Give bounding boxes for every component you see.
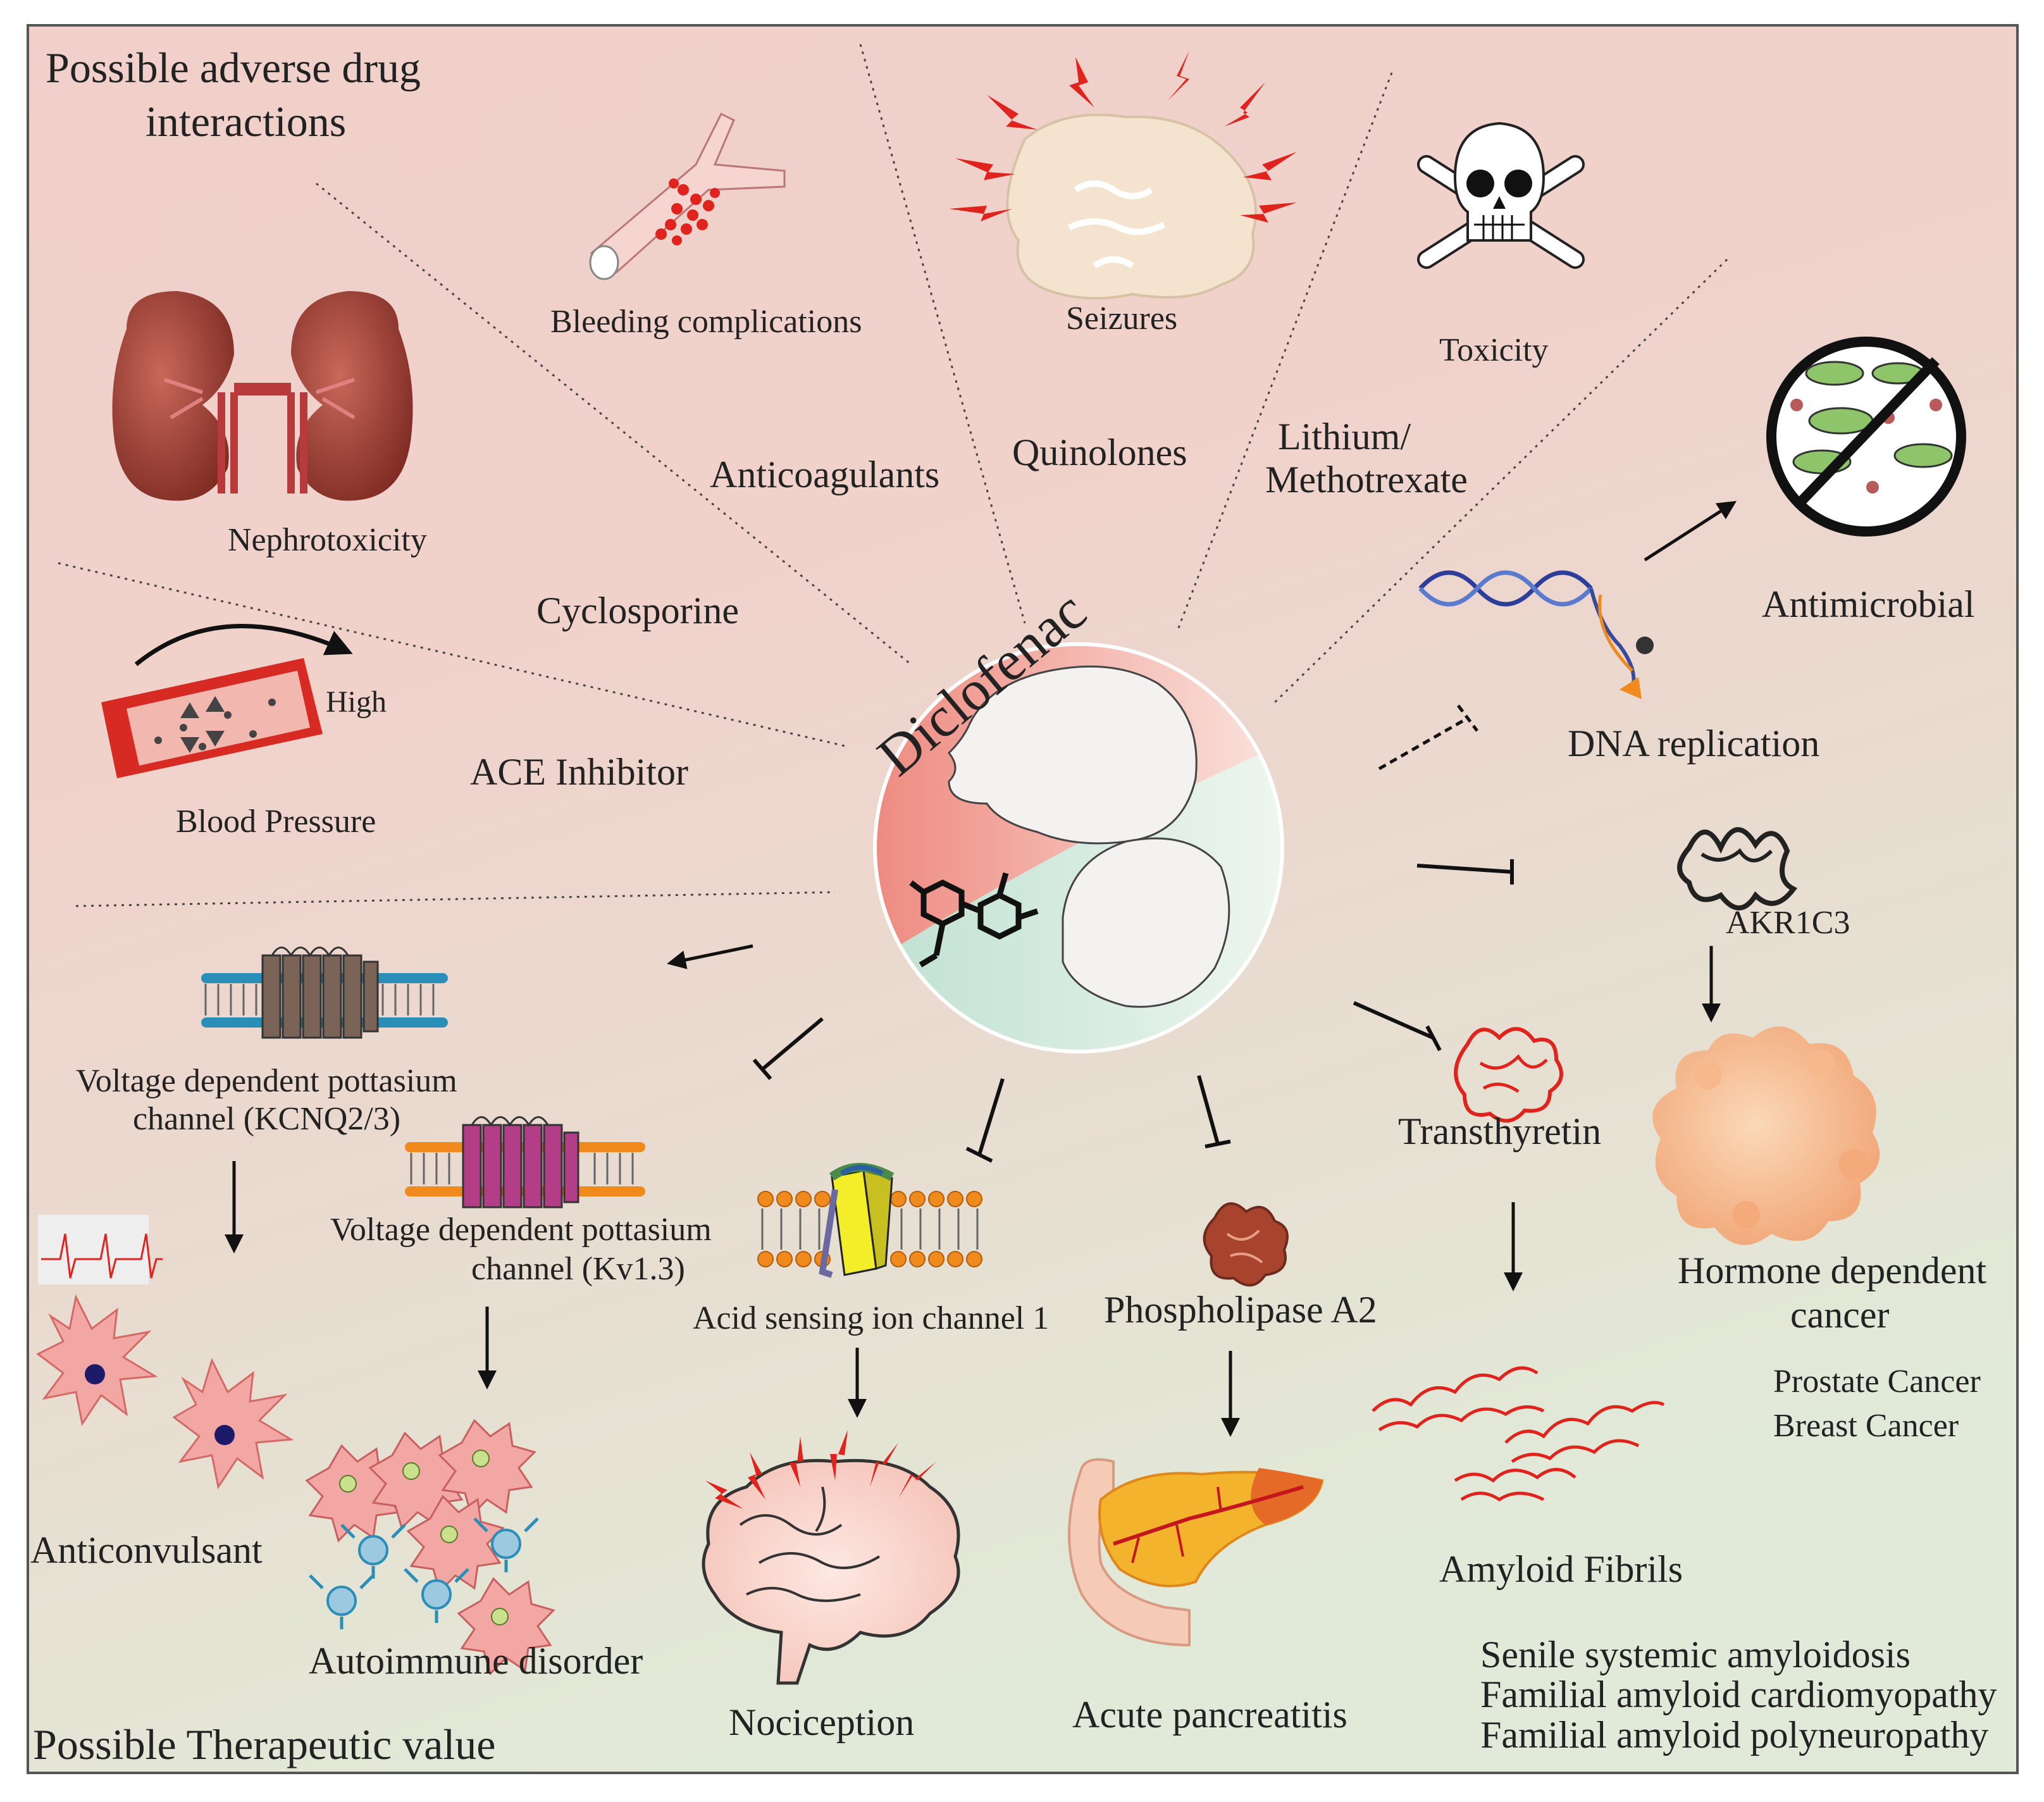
- lithium-label-line2: Methotrexate: [1265, 459, 1468, 500]
- neurons-icon: [36, 1294, 294, 1489]
- hormone-cancer-label-line2: cancer: [1790, 1294, 1890, 1336]
- seizure-brain-icon: [949, 51, 1297, 300]
- inhibit-transthyretin-line: [1353, 1001, 1442, 1052]
- toxicity-label: Toxicity: [1439, 332, 1549, 368]
- kidneys-icon: [112, 291, 413, 501]
- familial-cardiomyopathy-label: Familial amyloid cardiomyopathy: [1480, 1674, 1997, 1715]
- inhibit-dna-line: [1378, 704, 1478, 771]
- phospholipase-protein-icon: [1203, 1202, 1289, 1287]
- amyloid-fibrils-label: Amyloid Fibrils: [1439, 1548, 1683, 1590]
- senile-amyloidosis-label: Senile systemic amyloidosis: [1480, 1634, 1911, 1675]
- nociception-brain-icon: [702, 1430, 960, 1685]
- inhibit-akr1c3-line: [1416, 859, 1514, 885]
- kcnq-label-line2: channel (KCNQ2/3): [133, 1101, 400, 1137]
- inhibit-kv13-line: [752, 1017, 824, 1080]
- cyclosporine-label: Cyclosporine: [536, 590, 739, 631]
- bleeding-label: Bleeding complications: [550, 304, 862, 340]
- amyloid-fibrils-icon: [1372, 1366, 1665, 1502]
- prostate-cancer-label: Prostate Cancer: [1773, 1364, 1981, 1400]
- dna-replication-label: DNA replication: [1568, 723, 1819, 764]
- dna-to-antimicrobial-arrow: [1644, 500, 1737, 562]
- adverse-header-line1: Possible adverse drug: [46, 44, 421, 92]
- akr1c3-label: AKR1C3: [1726, 905, 1850, 941]
- kcnq-channel-icon: [201, 947, 448, 1039]
- anticonvulsant-label: Anticonvulsant: [30, 1529, 263, 1571]
- lithium-label-line1: Lithium/: [1278, 416, 1411, 457]
- hormone-cancer-label-line1: Hormone dependent: [1678, 1250, 1987, 1291]
- therapeutic-header: Possible Therapeutic value: [33, 1720, 495, 1768]
- diclofenac-molecule-icon: [909, 872, 1039, 967]
- antimicrobial-label: Antimicrobial: [1762, 583, 1975, 625]
- cancer-cell-icon: [1652, 1026, 1880, 1245]
- anticoagulants-label: Anticoagulants: [710, 454, 939, 495]
- seizures-label: Seizures: [1066, 301, 1177, 337]
- kv13-label-line1: Voltage dependent pottasium: [330, 1212, 712, 1248]
- nephrotoxicity-label: Nephrotoxicity: [228, 522, 427, 558]
- asic1-channel-icon: [757, 1163, 982, 1278]
- breast-cancer-label: Breast Cancer: [1773, 1408, 1959, 1444]
- kv13-channel-icon: [405, 1116, 645, 1209]
- transthyretin-label: Transthyretin: [1398, 1110, 1601, 1152]
- no-bacteria-icon: [1766, 337, 1966, 537]
- akr1c3-protein-icon: [1677, 827, 1798, 910]
- asic1-label: Acid sensing ion channel 1: [693, 1300, 1049, 1336]
- diclofenac-to-kcnq-arrow: [667, 944, 753, 969]
- pancreas-icon: [1068, 1458, 1324, 1647]
- pancreatitis-label: Acute pancreatitis: [1072, 1694, 1347, 1736]
- adverse-header-line2: interactions: [146, 97, 346, 146]
- high-label: High: [326, 685, 387, 719]
- blood-pressure-label: Blood Pressure: [176, 804, 376, 840]
- dotted-dividers: [58, 44, 1728, 907]
- ace-inhibitor-label: ACE Inhibitor: [470, 751, 688, 793]
- blood-vessel-clot-icon: [589, 112, 786, 280]
- dna-helix-icon: [1418, 570, 1654, 699]
- familial-polyneuropathy-label: Familial amyloid polyneuropathy: [1480, 1714, 1988, 1756]
- skull-crossbones-icon: [1417, 121, 1585, 269]
- inhibit-pla2-line: [1197, 1075, 1231, 1148]
- autoimmune-label: Autoimmune disorder: [309, 1640, 643, 1682]
- immune-cells-icon: [305, 1419, 555, 1675]
- kv13-label-line2: channel (Kv1.3): [471, 1251, 685, 1287]
- phospholipase-label: Phospholipase A2: [1104, 1289, 1377, 1331]
- kcnq-label-line1: Voltage dependent pottasium: [76, 1063, 457, 1099]
- inhibit-asic-line: [965, 1078, 1005, 1163]
- face-profile-bottom: [1062, 837, 1230, 1008]
- blood-pressure-vessel-icon: [101, 624, 353, 778]
- diclofenac-circle: Diclofenac: [866, 580, 1284, 1053]
- transthyretin-protein-icon: [1454, 1027, 1563, 1123]
- ecg-trace-icon: [38, 1215, 163, 1284]
- quinolones-label: Quinolones: [1012, 432, 1187, 473]
- nociception-label: Nociception: [729, 1701, 914, 1743]
